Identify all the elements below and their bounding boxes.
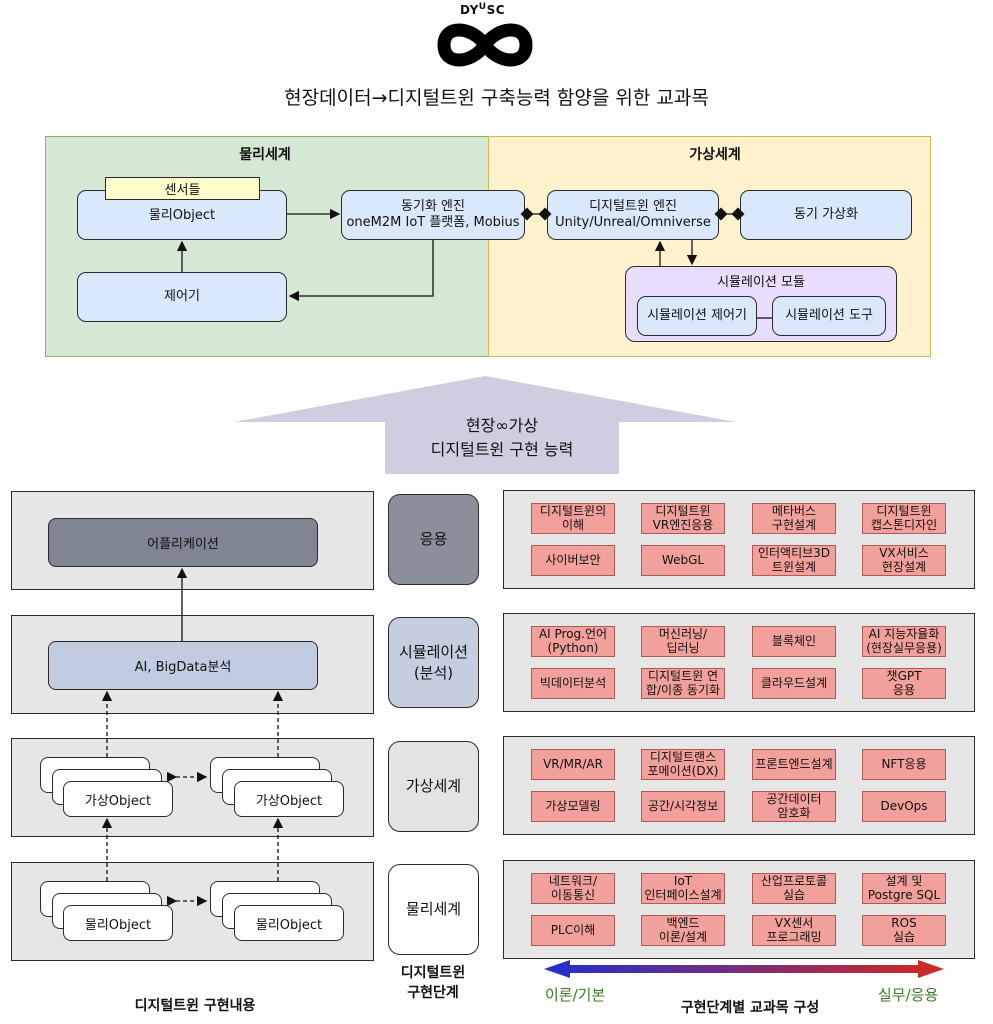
page-title: 현장데이터→디지털트윈 구축능력 함양을 위한 교과목 bbox=[284, 86, 709, 109]
course-item: VR/MR/AR bbox=[531, 749, 615, 780]
application-node: 어플리케이션 bbox=[48, 518, 318, 567]
course-item: 클라우드설계 bbox=[752, 668, 836, 699]
sensors-label: 센서들 bbox=[105, 177, 260, 200]
course-item: PLC이해 bbox=[531, 915, 615, 946]
physical-world-region bbox=[45, 136, 489, 357]
physical-object-left: 물리Object bbox=[63, 905, 173, 941]
course-item: VX센서 프로그래밍 bbox=[752, 915, 836, 946]
stage-caption-line1: 디지털트윈 bbox=[400, 965, 466, 981]
course-item: 메타버스 구현설계 bbox=[752, 503, 836, 534]
course-item: 디지털트윈 캡스톤디자인 bbox=[862, 503, 946, 534]
capability-arrow-line1: 현장∞가상 bbox=[465, 416, 539, 435]
course-item: AI 지능자율화 (현장실무응용) bbox=[862, 626, 946, 657]
sync-virtualization-node: 동기 가상화 bbox=[740, 190, 912, 240]
theory-label: 이론/기본 bbox=[545, 986, 606, 1004]
theory-practice-arrow bbox=[544, 960, 944, 978]
simulation-controller-node: 시뮬레이션 제어기 bbox=[637, 296, 757, 336]
course-item: 공간/시각정보 bbox=[641, 791, 725, 822]
course-item: 디지털트윈 VR엔진응용 bbox=[641, 503, 725, 534]
logo: DYUSC bbox=[424, 2, 544, 74]
logo-text: DY bbox=[460, 3, 479, 17]
course-item: 빅데이터분석 bbox=[531, 668, 615, 699]
stage-physical: 물리세계 bbox=[388, 864, 479, 955]
course-item: 사이버보안 bbox=[531, 545, 615, 576]
left-panel-caption: 디지털트윈 구현내용 bbox=[134, 998, 256, 1014]
ai-bigdata-node: AI, BigData분석 bbox=[48, 641, 318, 690]
course-item: 네트워크/ 이동통신 bbox=[531, 873, 615, 904]
course-item: 블록체인 bbox=[752, 626, 836, 657]
course-item: 설계 및 Postgre SQL bbox=[862, 873, 946, 904]
course-item: DevOps bbox=[862, 791, 946, 822]
course-item: IoT 인터페이스설계 bbox=[641, 873, 725, 904]
stage-caption-line2: 구현단계 bbox=[407, 985, 459, 1001]
course-item: WebGL bbox=[641, 545, 725, 576]
course-item: 공간데이터 암호화 bbox=[752, 791, 836, 822]
course-item: 산업프로토콜 실습 bbox=[752, 873, 836, 904]
course-item: 챗GPT 응용 bbox=[862, 668, 946, 699]
course-item: 머신러닝/ 딥러닝 bbox=[641, 626, 725, 657]
dt-engine-node: 디지털트윈 엔진 Unity/Unreal/Omniverse bbox=[547, 190, 719, 240]
controller-node: 제어기 bbox=[77, 272, 287, 322]
course-item: ROS 실습 bbox=[862, 915, 946, 946]
course-item: 디지털트윈 연 합/이종 동기화 bbox=[641, 668, 725, 699]
course-item: AI Prog.언어 (Python) bbox=[531, 626, 615, 657]
stage-application: 응용 bbox=[388, 494, 479, 585]
course-item: NFT응용 bbox=[862, 749, 946, 780]
course-item: 백엔드 이론/설계 bbox=[641, 915, 725, 946]
physical-world-label: 물리세계 bbox=[239, 147, 291, 163]
course-item: 인터액티브3D 트윈설계 bbox=[752, 545, 836, 576]
sync-engine-node: 동기화 엔진 oneM2M IoT 플랫폼, Mobius bbox=[341, 190, 525, 240]
courses-caption: 구현단계별 교과목 구성 bbox=[680, 1000, 820, 1016]
practice-label: 실무/응용 bbox=[878, 986, 939, 1004]
virtual-object-left: 가상Object bbox=[63, 781, 173, 817]
stage-simulation: 시뮬레이션 (분석) bbox=[388, 617, 479, 708]
course-item: VX서비스 현장설계 bbox=[862, 545, 946, 576]
simulation-tool-node: 시뮬레이션 도구 bbox=[772, 296, 886, 336]
virtual-object-right: 가상Object bbox=[234, 781, 344, 817]
physical-object-right: 물리Object bbox=[234, 905, 344, 941]
capability-arrow bbox=[234, 376, 736, 474]
stage-virtual: 가상세계 bbox=[388, 741, 479, 832]
capability-arrow-line2: 디지털트윈 구현 능력 bbox=[430, 440, 574, 459]
course-item: 디지털트랜스 포메이션(DX) bbox=[641, 749, 725, 780]
course-item: 가상모델링 bbox=[531, 791, 615, 822]
course-item: 디지털트윈의 이해 bbox=[531, 503, 615, 534]
infinity-icon bbox=[437, 23, 533, 67]
course-item: 프론트엔드설계 bbox=[752, 749, 836, 780]
simulation-module-label: 시뮬레이션 모듈 bbox=[717, 274, 805, 290]
virtual-world-label: 가상세계 bbox=[689, 147, 741, 163]
